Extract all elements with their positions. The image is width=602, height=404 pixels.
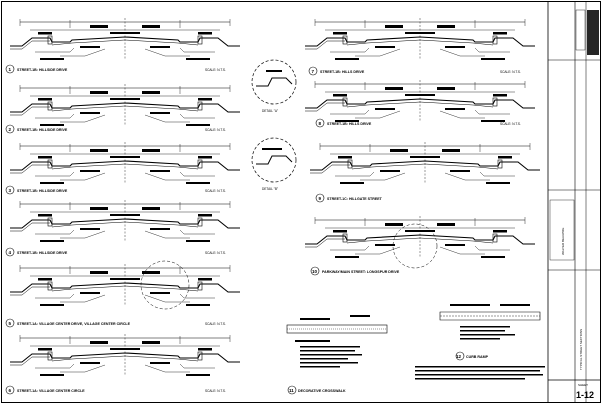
section-12: 12 CURB RAMP [415, 304, 545, 380]
section-12-title: CURB RAMP [466, 355, 489, 359]
section-3-title: STREET-1B: HILLSIDE DRIVE [17, 189, 68, 193]
section-7-title: STREET-1B: HILLS DRIVE [320, 70, 365, 74]
detail-a-title: DETAIL "A" [262, 109, 278, 113]
section-11-number: 11 [289, 388, 294, 393]
section-9-title: STREET-1C: HILLGATE STREET [327, 197, 383, 201]
section-5-title: STREET-1A: VILLAGE CENTER DRIVE, VILLAGE… [17, 322, 131, 326]
section-1-number: 1 [9, 67, 12, 72]
detail-b-title: DETAIL "B" [262, 187, 278, 191]
section-1: 1 STREET-1B: HILLSIDE DRIVE SCALE: N.T.S… [5, 17, 241, 74]
section-4-note: SCALE: N.T.S. [205, 251, 226, 255]
section-2-number: 2 [9, 127, 12, 132]
section-6-title: STREET-1A: VILLAGE CENTER CIRCLE [17, 389, 85, 393]
title-block-project: TYPICAL STREET SECTIONS [579, 329, 583, 370]
section-6-note: SCALE: N.T.S. [205, 389, 226, 393]
section-6: 6 STREET-1A: VILLAGE CENTER CIRCLE SCALE… [5, 333, 241, 395]
section-8: 8 STREET-1B: HILLS DRIVE SCALE: N.T.S. [304, 79, 536, 128]
section-1-title: STREET-1B: HILLSIDE DRIVE [17, 68, 68, 72]
section-9: 9 STREET-1C: HILLGATE STREET [309, 141, 541, 203]
section-2: 2 STREET-1B: HILLSIDE DRIVE SCALE: N.T.S… [5, 83, 241, 134]
section-7-note: SCALE: N.T.S. [500, 70, 521, 74]
title-block-sheet-label: SHEET [578, 383, 588, 387]
section-10-title: PARKWAY/MAIN STREET: LONGSPUR DRIVE [322, 270, 400, 274]
section-4-title: STREET-1B: HILLSIDE DRIVE [17, 251, 68, 255]
section-5-number: 5 [9, 321, 12, 326]
section-1-note: SCALE: N.T.S. [205, 68, 226, 72]
section-5: 5 STREET-1A: VILLAGE CENTER DRIVE, VILLA… [5, 260, 241, 328]
title-block: WALTER BEAUPRE TYPICAL STREET SECTIONS S… [547, 2, 600, 402]
section-10: 10 PARKWAY/MAIN STREET: LONGSPUR DRIVE [304, 215, 536, 276]
section-7: 7 STREET-1B: HILLS DRIVE SCALE: N.T.S. [304, 17, 536, 76]
section-11-title: DECORATIVE CROSSWALK [298, 389, 346, 393]
detail-b: DETAIL "B" [251, 137, 297, 191]
section-3: 3 STREET-1B: HILLSIDE DRIVE SCALE: N.T.S… [5, 141, 241, 195]
section-3-number: 3 [9, 188, 12, 193]
section-8-note: SCALE: N.T.S. [500, 122, 521, 126]
section-6-number: 6 [9, 388, 12, 393]
title-block-sheet-number: 1-12 [576, 390, 594, 400]
section-4: 4 STREET-1B: HILLSIDE DRIVE SCALE: N.T.S… [5, 199, 241, 257]
detail-a: DETAIL "A" [251, 59, 297, 113]
section-2-title: STREET-1B: HILLSIDE DRIVE [17, 128, 68, 132]
section-12-number: 12 [456, 354, 462, 359]
section-8-number: 8 [319, 121, 322, 126]
section-11: 11 DECORATIVE CROSSWALK [286, 315, 388, 395]
section-3-note: SCALE: N.T.S. [205, 189, 226, 193]
section-8-title: STREET-1B: HILLS DRIVE [327, 122, 372, 126]
section-9-number: 9 [319, 196, 322, 201]
section-5-note: SCALE: N.T.S. [205, 322, 226, 326]
section-2-note: SCALE: N.T.S. [205, 128, 226, 132]
section-10-number: 10 [312, 269, 318, 274]
title-block-company: WALTER BEAUPRE [561, 228, 565, 255]
section-4-number: 4 [9, 250, 12, 255]
section-7-number: 7 [312, 69, 315, 74]
